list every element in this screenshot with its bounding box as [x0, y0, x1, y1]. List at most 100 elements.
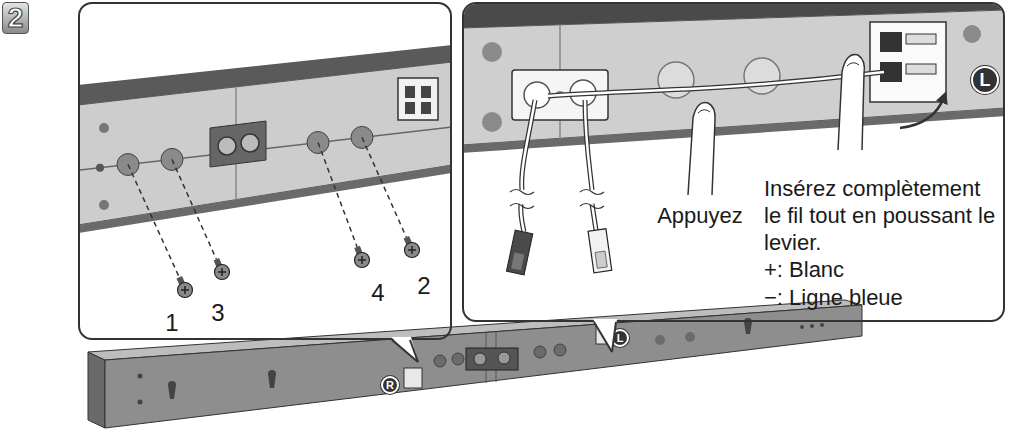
screw-head [215, 265, 230, 280]
screw-dot [138, 374, 143, 379]
mount-hole [452, 353, 464, 365]
small-hole [99, 123, 109, 133]
screw-dot [810, 324, 814, 328]
screw-cross [358, 256, 366, 264]
plug-tip [595, 251, 607, 268]
small-hole [99, 200, 109, 210]
mount-hole [534, 346, 546, 358]
screw [405, 237, 420, 257]
speaker-terminal [398, 78, 438, 120]
push-arrow [900, 97, 944, 128]
screw-cross [218, 268, 226, 276]
channel-label-circle: L [971, 66, 999, 94]
bracket-ring [474, 353, 486, 365]
guide-line [128, 165, 179, 278]
wire-plug [506, 230, 532, 275]
finger [838, 55, 864, 150]
plug-body [588, 229, 612, 273]
guide-line [318, 143, 357, 247]
callout-number: 2 [409, 271, 439, 299]
channel-letter: L [613, 331, 627, 345]
screw-head [405, 243, 420, 258]
zoom-right-art [464, 4, 1003, 275]
pointer-fill [391, 337, 418, 362]
screw-cross [408, 246, 416, 254]
bar-bottom-edge [80, 165, 450, 233]
speaker-wire [548, 72, 884, 96]
plug-tip [511, 252, 524, 270]
mount-hole [685, 332, 695, 342]
bracket-ring [218, 137, 236, 155]
callout-number: 4 [363, 278, 393, 306]
mount-hole [434, 355, 446, 367]
screw-dot [800, 325, 804, 329]
mount-hole [482, 112, 502, 132]
guide-line [362, 137, 406, 237]
action-label: Appuyez [650, 202, 750, 229]
screw-dot [138, 400, 143, 405]
speaker-wire [585, 100, 596, 230]
speaker-wire [521, 100, 535, 232]
bracket-ring [524, 82, 550, 108]
terminal-slot [421, 102, 431, 114]
bracket-ring [241, 134, 259, 152]
center-bracket [466, 348, 518, 370]
wire-color-note: +: Blanc [764, 256, 1000, 283]
terminal-lever [906, 64, 936, 74]
channel-letter: R [383, 378, 397, 392]
pointer-fill [593, 319, 617, 352]
mount-hole [482, 42, 502, 62]
callout-number: 3 [203, 298, 233, 326]
zoom-left-art [80, 45, 450, 298]
callout-number: 1 [157, 308, 187, 336]
channel-letter: L [973, 68, 997, 92]
mount-hole [554, 344, 566, 356]
screw [355, 247, 370, 268]
finger-nail [847, 63, 859, 66]
screw-hole [744, 58, 780, 94]
center-bracket [210, 121, 266, 167]
finger [688, 103, 715, 195]
pointer-edge [410, 340, 418, 362]
terminal-slot [880, 32, 902, 52]
terminal-lever [906, 34, 936, 44]
mount-hole [655, 335, 665, 345]
screw [215, 259, 230, 279]
guide-line [172, 159, 216, 259]
speaker-wire [585, 100, 596, 230]
speaker-terminal [870, 22, 946, 102]
terminal-slot [405, 86, 415, 98]
channel-label-circle: L [611, 329, 629, 347]
zoom-callout-panel: Insérez complètement le fil tout en pous… [462, 2, 1005, 322]
keyhole [268, 370, 276, 388]
screw-head [178, 283, 193, 298]
wire-break [510, 190, 604, 209]
pointer-edge [594, 322, 612, 352]
small-hole [96, 164, 104, 172]
wire-color-note: −: Ligne bleue [764, 284, 1000, 311]
terminal-slot [405, 102, 415, 114]
screw-cross [181, 286, 189, 294]
speaker-wire [521, 100, 535, 232]
wire-plug [588, 229, 612, 273]
keyhole [168, 381, 176, 399]
sound-bar [88, 300, 862, 428]
screw-dot [820, 323, 824, 327]
screw-head [355, 253, 370, 268]
mount-hole [963, 25, 981, 43]
screw-hole [658, 62, 694, 98]
speaker-terminal [404, 368, 422, 388]
pointer-edge [392, 340, 418, 362]
terminal-slot [421, 86, 431, 98]
step-number-badge: 2 [2, 2, 29, 34]
speaker-wire [548, 72, 884, 96]
channel-label-circle: R [381, 376, 399, 394]
speaker-terminal [596, 326, 611, 344]
screw [178, 277, 193, 297]
finger-nail [698, 110, 710, 113]
zoom-callout-panel: 13 42 [78, 2, 452, 340]
pointer-edge [612, 322, 616, 352]
instruction-text: Insérez complètement le fil tout en pous… [764, 175, 1000, 256]
bar-face [464, 10, 1003, 145]
